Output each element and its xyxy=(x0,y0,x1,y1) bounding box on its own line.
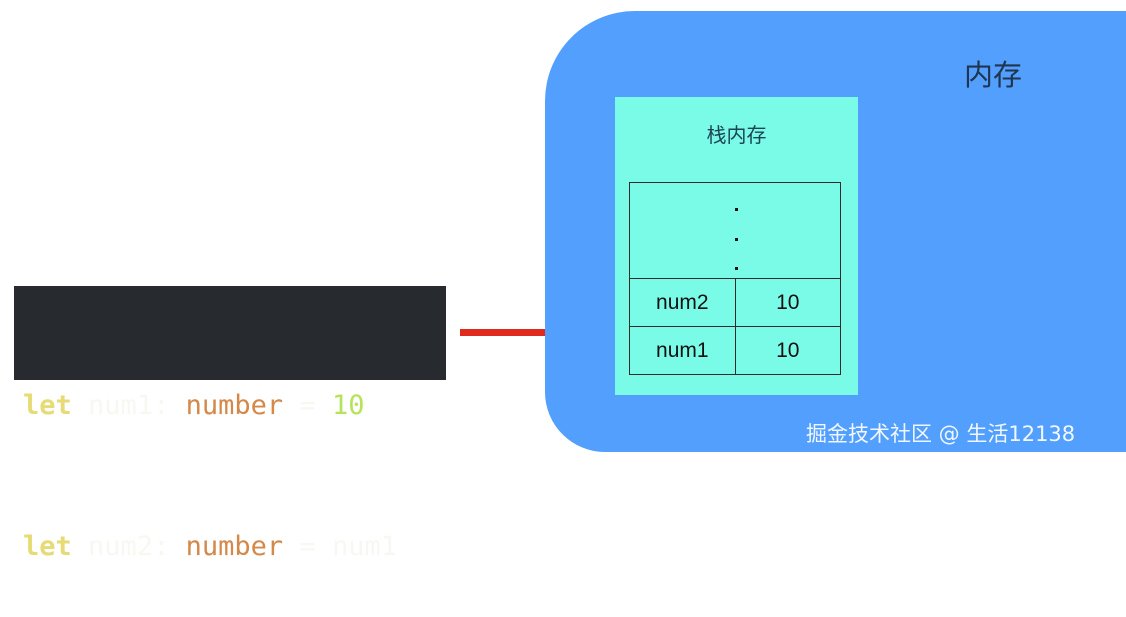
type-annotation: number xyxy=(185,531,284,562)
variable-name: num2 xyxy=(88,531,154,562)
stack-ellipsis-row xyxy=(629,182,841,279)
assigned-value: 10 xyxy=(331,390,365,421)
stack-memory-title: 栈内存 xyxy=(706,123,767,147)
assign-operator: = xyxy=(299,390,316,421)
assigned-value: num1 xyxy=(331,531,397,562)
stack-variable-name: num2 xyxy=(629,278,736,327)
assign-operator: = xyxy=(299,531,316,562)
stack-table: num2 10 num1 10 xyxy=(629,182,842,375)
type-colon: : xyxy=(153,390,170,421)
ellipsis-dot xyxy=(735,267,738,270)
ellipsis-dot xyxy=(735,208,738,211)
code-block: let num1: number = 10 let num2: number =… xyxy=(14,286,446,562)
type-colon: : xyxy=(153,531,170,562)
stack-variable-name: num1 xyxy=(629,326,736,375)
type-annotation: number xyxy=(185,390,284,421)
code-line-1: let num1: number = 10 xyxy=(23,382,446,429)
ellipsis-dot xyxy=(735,238,738,241)
stack-row: num1 10 xyxy=(629,326,842,375)
keyword-let: let xyxy=(23,390,72,421)
watermark: 掘金技术社区 @ 生活12138 xyxy=(806,422,1076,446)
variable-name: num1 xyxy=(88,390,154,421)
stack-variable-value: 10 xyxy=(734,278,842,327)
code-line-2: let num2: number = num1 xyxy=(23,523,446,570)
stack-row: num2 10 xyxy=(629,278,842,327)
ellipsis-cell xyxy=(629,182,841,279)
memory-title: 内存 xyxy=(964,58,1023,92)
keyword-let: let xyxy=(23,531,72,562)
stack-variable-value: 10 xyxy=(734,326,842,375)
